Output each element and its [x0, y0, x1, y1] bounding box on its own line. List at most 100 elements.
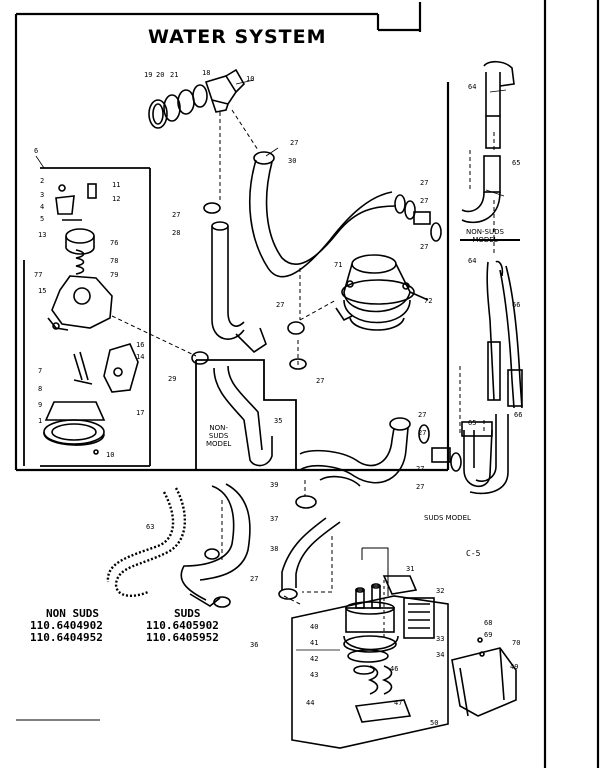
callout: 14: [136, 353, 145, 361]
callout: 77: [34, 271, 43, 279]
page-title: WATER SYSTEM: [148, 26, 327, 48]
callout: 5: [40, 215, 45, 223]
callout: 1: [38, 417, 43, 425]
callout: 64: [468, 257, 477, 265]
valve-inset-box: [23, 167, 151, 467]
callout: 16: [136, 341, 145, 349]
callout: 43: [310, 671, 319, 679]
callout: 10: [106, 451, 115, 459]
callout: 42: [310, 655, 319, 663]
callout: 27: [420, 243, 429, 251]
callout: 27: [290, 139, 299, 147]
callout: 27: [420, 179, 429, 187]
non-suds-model-note-middle: NON- SUDS MODEL: [206, 424, 231, 448]
callout: 47: [394, 699, 403, 707]
callout: 33: [436, 635, 445, 643]
model-number: 110.6404902: [30, 619, 103, 632]
callout: 10: [246, 75, 255, 83]
bracket-70: [451, 637, 517, 717]
non-suds-model-note-top: NON-SUDS MODEL: [466, 228, 504, 244]
callout: 27: [418, 411, 427, 419]
callout: 71: [334, 261, 343, 269]
callout: 27: [250, 575, 259, 583]
callout: 6: [34, 147, 39, 155]
note-line: MODEL: [206, 440, 232, 448]
callout: 11: [112, 181, 121, 189]
callout: 19: [144, 71, 153, 79]
callout: 68: [484, 619, 493, 627]
callout: 27: [416, 465, 425, 473]
callout: 36: [250, 641, 259, 649]
hose-36: [211, 221, 267, 354]
callout: 79: [110, 271, 119, 279]
callout: 12: [112, 195, 121, 203]
callout: 66: [514, 411, 523, 419]
callout: 27: [172, 211, 181, 219]
frame-lines: [14, 0, 600, 768]
note-line: NON-SUDS: [466, 228, 504, 236]
hose-38: [278, 517, 341, 600]
hose-30: [203, 151, 397, 278]
callout: 46: [390, 665, 399, 673]
callout: 18: [202, 69, 211, 77]
non-suds-models: NON SUDS 110.6404902 110.6404952: [30, 608, 103, 644]
callout: 44: [306, 699, 315, 707]
non-suds-heading: NON SUDS: [46, 607, 99, 620]
leader-lines: [111, 109, 495, 640]
model-number: 110.6404952: [30, 631, 103, 644]
clamp-rings: [287, 194, 442, 370]
valve-inset-parts: [43, 183, 139, 455]
callout: 78: [110, 257, 119, 265]
callout: 35: [274, 417, 283, 425]
callout: 63: [146, 523, 155, 531]
non-suds-middle-box: [195, 359, 297, 471]
callout: 27: [316, 377, 325, 385]
hose-35-39: [191, 351, 462, 509]
callout: 29: [168, 375, 177, 383]
model-number: 110.6405952: [146, 631, 219, 644]
callout: 64: [468, 83, 477, 91]
callout: 70: [512, 639, 521, 647]
note-line: NON-: [209, 424, 228, 432]
corrugated-drain-hose-63: [106, 487, 187, 597]
callout: 39: [270, 481, 279, 489]
callout: 30: [288, 157, 297, 165]
suds-heading: SUDS: [174, 607, 201, 620]
callout: 40: [310, 623, 319, 631]
callout-ticks: [35, 79, 507, 651]
callout: 3: [40, 191, 45, 199]
callout: 27: [416, 483, 425, 491]
callout: 37: [270, 515, 279, 523]
callout: 65: [468, 419, 477, 427]
callout: 66: [512, 301, 521, 309]
callout: 28: [172, 229, 181, 237]
callout: 76: [110, 239, 119, 247]
callout: 65: [512, 159, 521, 167]
callout: 13: [38, 231, 47, 239]
suds-hose-right: [461, 260, 523, 495]
callout: 17: [136, 409, 145, 417]
model-number: 110.6405902: [146, 619, 219, 632]
callout: 9: [38, 401, 43, 409]
callout: 38: [270, 545, 279, 553]
callout: 21: [170, 71, 179, 79]
callout: 31: [406, 565, 415, 573]
top-elbow-assembly: [148, 68, 245, 129]
callout: 50: [430, 719, 439, 727]
page-code: C-5: [466, 549, 481, 558]
callout: 32: [436, 587, 445, 595]
callout: 72: [424, 297, 433, 305]
callout: 7: [38, 367, 43, 375]
callout: 69: [484, 631, 493, 639]
callout: 4: [40, 203, 45, 211]
callout: 20: [156, 71, 165, 79]
note-line: MODEL: [472, 236, 498, 244]
callout: 41: [310, 639, 319, 647]
suds-pump-box: [291, 547, 449, 749]
callout: 49: [510, 663, 519, 671]
callout: 27: [418, 429, 427, 437]
callout: 34: [436, 651, 445, 659]
suds-model-note: SUDS MODEL: [424, 514, 471, 522]
suds-pump-parts: [343, 575, 435, 723]
